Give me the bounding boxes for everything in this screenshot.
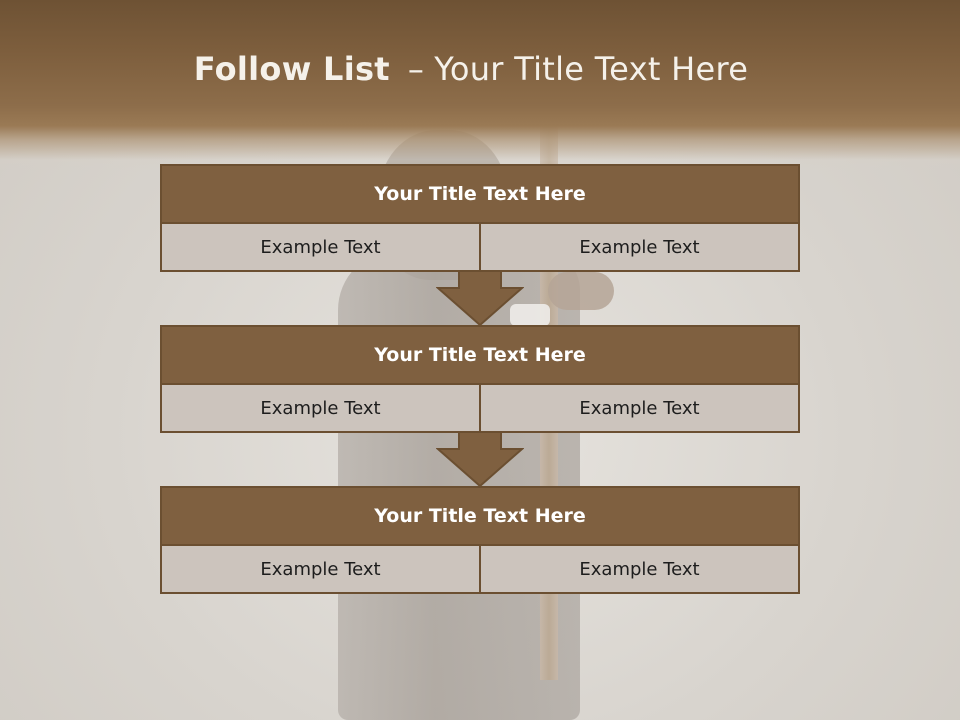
step-cell-right: Example Text — [479, 546, 798, 592]
down-arrow-icon — [436, 431, 524, 487]
person-hand — [548, 272, 614, 310]
step-row-1: Example Text Example Text — [162, 224, 798, 270]
step-title-2: Your Title Text Here — [162, 327, 798, 385]
step-row-2: Example Text Example Text — [162, 385, 798, 431]
shirt-cuff — [510, 304, 550, 326]
step-cell-right: Example Text — [479, 224, 798, 270]
step-block-2: Your Title Text Here Example Text Exampl… — [160, 325, 800, 433]
step-block-1: Your Title Text Here Example Text Exampl… — [160, 164, 800, 272]
step-cell-left: Example Text — [162, 385, 479, 431]
step-row-3: Example Text Example Text — [162, 546, 798, 592]
step-cell-left: Example Text — [162, 546, 479, 592]
slide-title-bold: Follow List — [193, 50, 390, 88]
step-title-1: Your Title Text Here — [162, 166, 798, 224]
slide-title-separator: – — [407, 50, 425, 88]
step-cell-left: Example Text — [162, 224, 479, 270]
header-band — [0, 0, 960, 170]
down-arrow-icon — [436, 270, 524, 326]
slide-title-rest: Your Title Text Here — [434, 50, 749, 88]
step-block-3: Your Title Text Here Example Text Exampl… — [160, 486, 800, 594]
step-cell-right: Example Text — [479, 385, 798, 431]
step-title-3: Your Title Text Here — [162, 488, 798, 546]
slide-title: Follow List–Your Title Text Here — [0, 50, 942, 88]
